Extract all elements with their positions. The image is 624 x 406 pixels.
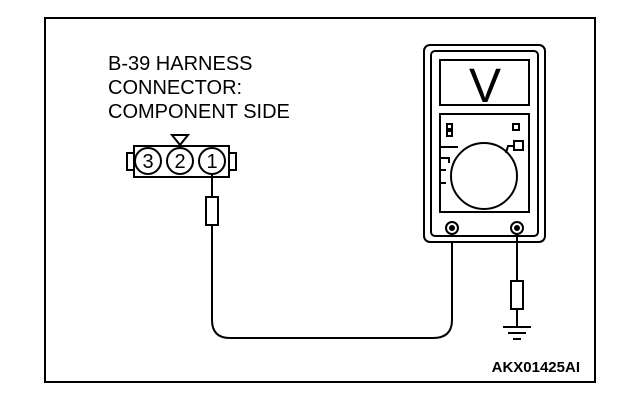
- ground-probe-handle: [510, 280, 524, 310]
- connector-pin-3: [134, 147, 162, 175]
- dial-tick-right: [505, 145, 514, 154]
- connector-lock-triangle: [169, 134, 191, 147]
- positive-probe: [205, 174, 453, 339]
- dial-range-ticks: [440, 145, 514, 184]
- range-mark-top-left: [446, 123, 453, 130]
- connector-label-line-2: CONNECTOR:: [108, 77, 242, 99]
- terminal-com-pin: [514, 225, 520, 231]
- pin-label-1: 1: [206, 151, 217, 173]
- connector-label: B-39 HARNESS CONNECTOR: COMPONENT SIDE: [108, 53, 290, 123]
- diagram-frame: [44, 17, 596, 383]
- connector-label-line-1: B-39 HARNESS: [108, 53, 253, 75]
- b39-harness-connector: [126, 134, 237, 178]
- display-volt-symbol: V: [469, 60, 501, 113]
- probe-handle: [205, 196, 219, 226]
- pin-label-2: 2: [174, 151, 185, 173]
- multimeter-display: [439, 59, 530, 106]
- figure-code: AKX01425AI: [492, 359, 580, 376]
- multimeter-rotary-dial: [450, 142, 518, 210]
- multimeter: [423, 44, 546, 243]
- connector-pin-2: [166, 147, 194, 175]
- range-mark-right: [513, 140, 524, 151]
- terminal-positive-pin: [449, 225, 455, 231]
- range-mark-top-right: [512, 123, 520, 131]
- connector-label-line-3: COMPONENT SIDE: [108, 101, 290, 123]
- range-mark-top-left-2: [446, 130, 453, 137]
- pin-label-3: 3: [142, 151, 153, 173]
- probe-lead-wire: [211, 225, 453, 339]
- dial-tick-left-2: [440, 157, 450, 163]
- ground-probe: [503, 234, 531, 340]
